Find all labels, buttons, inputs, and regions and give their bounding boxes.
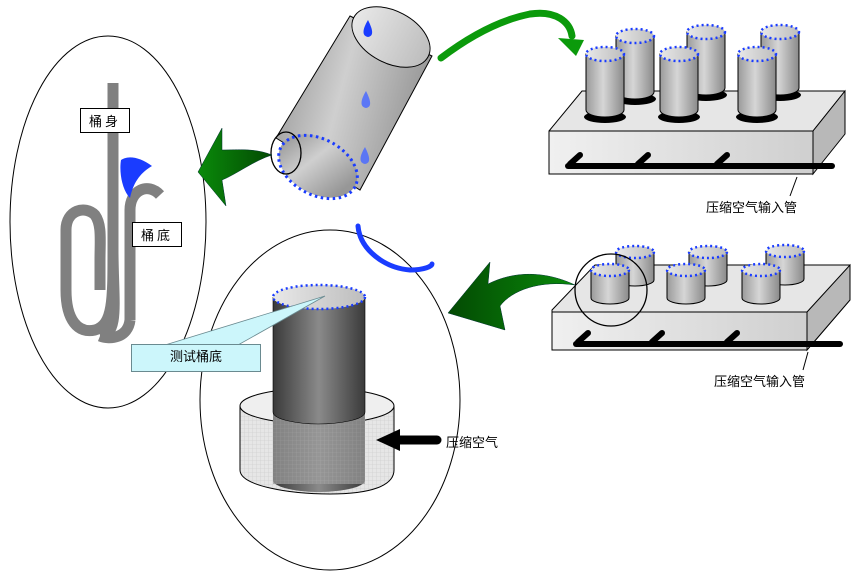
bucket	[740, 262, 782, 305]
bucket	[589, 262, 631, 305]
bucket	[665, 262, 707, 305]
label-bucket-bottom: 桶底	[132, 222, 183, 247]
sealant-blob	[120, 157, 152, 198]
magnify-circle	[574, 253, 648, 327]
label-air-inlet-pipe-top: 压缩空气输入管	[706, 201, 798, 216]
tilted-bucket	[270, 6, 433, 201]
callout-test-bottom: 测试桶底	[131, 344, 261, 372]
arrow-to-test-detail	[447, 261, 576, 331]
bucket-row-bottom	[589, 243, 806, 305]
label-compressed-air: 压缩空气	[446, 436, 499, 451]
bucket	[736, 45, 778, 123]
water-drop-icon	[363, 20, 373, 37]
seam-fold	[60, 204, 119, 337]
test-detail-view	[164, 223, 461, 571]
label-bucket-body: 桶身	[80, 108, 131, 133]
seam-arc	[355, 223, 435, 273]
magnify-circle	[270, 131, 302, 175]
test-rig-top	[548, 23, 846, 197]
seam-dotted	[277, 133, 359, 201]
bucket	[658, 45, 700, 123]
water-drop-icon	[361, 91, 371, 108]
cross-section-view	[9, 35, 207, 409]
bucket	[584, 45, 626, 123]
bucket-row-top	[584, 23, 801, 123]
water-drop-icon	[360, 147, 370, 164]
arrow-to-test-rig	[437, 9, 576, 62]
arrow-to-cross-section	[197, 127, 273, 207]
label-air-inlet-pipe-bottom: 压缩空气输入管	[714, 375, 806, 390]
test-rig-bottom	[551, 243, 851, 371]
